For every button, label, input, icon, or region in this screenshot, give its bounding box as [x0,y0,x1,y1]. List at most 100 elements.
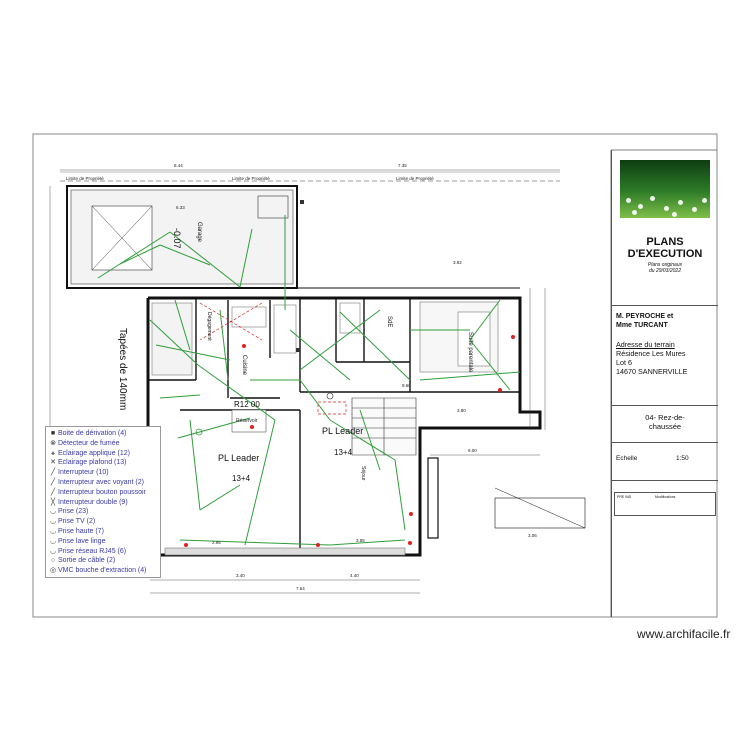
symbol-legend: ■Boite de dérivation (4)⊗Détecteur de fu… [45,426,161,578]
dim-735: 7.35 [398,163,407,168]
legend-label: Prise lave linge [58,537,106,545]
legend-item: ◡Prise haute (7) [48,527,104,536]
legend-item: ╱Interrupteur avec voyant (2) [48,478,144,487]
reservoir-label: Réservoir [236,418,258,424]
property-limit-label-1: Limite de Propriété [66,176,104,181]
sde-label: SdE [386,316,392,328]
legend-item: ◎VMC bouche d'extraction (4) [48,566,147,575]
legend-symbol-icon: ╱ [50,479,56,486]
pl-count-left: 13+4 [232,474,251,483]
dim-764: 7.64 [296,586,305,591]
tapis-label: Tapées de 140mm [117,328,128,411]
legend-item: ◡Prise lave linge [48,537,106,546]
legend-item: ◡Prise réseau RJ45 (6) [48,547,126,556]
legend-symbol-icon: ◡ [49,508,57,516]
legend-symbol-icon: ■ [50,430,56,437]
wiring-lines [97,215,521,546]
project-photo [620,160,710,218]
dim-340: 3.40 [236,573,245,578]
legend-symbol-icon: ○ [50,557,56,565]
legend-symbol-icon: ⊗ [50,439,56,447]
right-annex [427,457,586,539]
legend-item: ╳Interrupteur double (9) [48,498,128,507]
legend-label: Prise (23) [58,508,89,516]
red-dashed-lines [199,302,347,415]
site-address: Adresse du terrain Résidence Les Mures L… [616,340,688,376]
rev-header-1: PRE IND [617,495,632,499]
openings [151,301,499,556]
legend-symbol-icon: ◎ [49,567,57,575]
legend-label: Interrupteur avec voyant (2) [58,479,144,486]
dim-385: 3.85 [356,538,365,543]
pl-leader-left: PL Leader [218,453,260,463]
plan-name: 04- Rez-de- chaussée [645,413,685,431]
reservoir-value: R12 00 [234,400,260,409]
pl-leader-right: PL Leader [322,426,364,436]
legend-label: Prise réseau RJ45 (6) [58,547,127,555]
dim-306: 3.06 [528,533,537,538]
legend-item: ◡Prise (23) [48,507,88,516]
legend-symbol-icon: ◡ [49,518,57,526]
scale-value: 1:50 [676,455,689,462]
legend-item: ╱Interrupteur (10) [48,468,109,477]
sejour-label: Séjour [360,466,366,481]
scale-label: Echelle [616,455,638,462]
legend-label: Boite de dérivation (4) [58,430,127,437]
legend-item: ○Sortie de câble (2) [48,556,115,565]
client-name: M. PEYROCHE et Mme TURCANT [616,313,674,329]
property-limit-label-2: Limite de Propriété [232,176,270,181]
legend-label: Eclairage plafond (13) [58,459,127,467]
cuisine-label: Cuisine [241,355,247,376]
legend-symbol-icon: ╳ [50,498,56,506]
garage-walls [66,185,298,289]
legend-item: ◡Prise TV (2) [48,517,95,526]
sheet-frame [32,133,718,618]
legend-label: Détecteur de fumée [58,439,120,447]
garage-label: Garage [196,222,202,243]
title-block: PLANS D'EXECUTION Plans originaux du 29/… [611,150,718,617]
dim-844: 8.44 [174,163,183,168]
legend-symbol-icon: ✕ [50,459,56,467]
dim-960: 9.60 [402,383,411,388]
legend-label: Eclairage applique (12) [58,449,130,457]
legend-item: ⚹Eclairage applique (12) [48,449,130,458]
pl-count-right: 13+4 [334,448,353,457]
dim-380: 3.80 [457,408,466,413]
legend-symbol-icon: ◡ [49,528,57,535]
legend-symbol-icon: ◡ [49,537,57,545]
legend-item: ╱Interrupteur bouton poussoir [48,488,146,497]
degagement-label: Dégagement [206,312,212,341]
legend-label: Sortie de câble (2) [58,557,116,565]
legend-label: Prise haute (7) [58,528,104,535]
interior-walls [148,298,520,555]
watermark: www.archifacile.fr [637,627,731,641]
plans-title: PLANS D'EXECUTION [627,236,703,260]
dim-295: 2.95 [212,540,221,545]
legend-label: Interrupteur (10) [58,469,109,477]
property-limit-label-3: Limite de Propriété [396,176,434,181]
legend-label: Prise TV (2) [58,518,96,526]
legend-label: Interrupteur bouton poussoir [58,488,146,496]
dim-633: 6.33 [176,205,185,210]
plans-subtitle: Plans originaux du 29/03/2022 [647,262,683,274]
legend-symbol-icon: ╱ [50,488,56,496]
legend-item: ✕Eclairage plafond (13) [48,458,127,467]
legend-item: ⊗Détecteur de fumée [48,439,119,448]
legend-symbol-icon: ⚹ [50,449,56,457]
staircase [351,397,417,456]
legend-symbol-icon: ◡ [49,547,57,555]
symbol-markers [184,200,515,547]
dim-392: 3.92 [453,260,462,265]
suite-label: Suite parentale [467,332,473,373]
rev-header-2: Modifications [655,495,676,499]
dim-900: 9.00 [468,448,477,453]
legend-label: VMC bouche d'extraction (4) [58,567,147,575]
legend-symbol-icon: ╱ [50,469,56,477]
legend-item: ■Boite de dérivation (4) [48,429,127,438]
dim-007: -0.07 [172,228,182,249]
legend-label: Interrupteur double (9) [58,498,128,506]
dim-440: 4.40 [350,573,359,578]
revision-table: PRE IND Modifications [614,492,716,516]
